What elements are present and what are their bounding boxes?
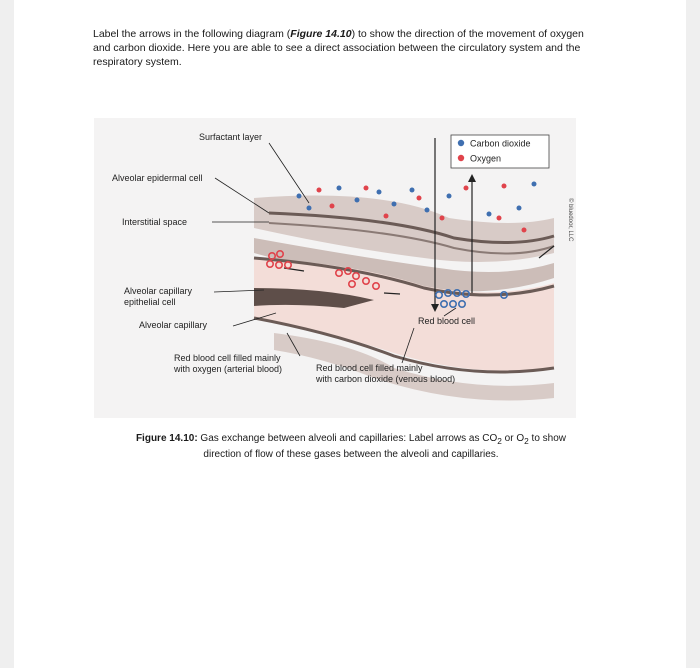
- label-venous-line2: with carbon dioxide (venous blood): [315, 374, 455, 384]
- legend-o2-label: Oxygen: [470, 154, 501, 164]
- instruction-text: Label the arrows in the following diagra…: [93, 27, 593, 69]
- figure-caption: Figure 14.10: Gas exchange between alveo…: [121, 432, 581, 462]
- label-capillary-epithelial-line2: epithelial cell: [124, 297, 176, 307]
- figure-reference: Figure 14.10: [290, 28, 351, 40]
- label-red-blood-cell: Red blood cell: [418, 316, 475, 326]
- copyright-notice: © bluedoor, LLC: [567, 198, 574, 242]
- label-capillary-epithelial-line1: Alveolar capillary: [124, 286, 193, 296]
- diagram-svg: Carbon dioxide Oxygen Surfactant layer A…: [94, 118, 576, 418]
- caption-text-or: or O: [502, 433, 524, 444]
- label-interstitial-space: Interstitial space: [122, 217, 187, 227]
- label-alveolar-capillary: Alveolar capillary: [139, 320, 208, 330]
- label-surfactant-layer: Surfactant layer: [199, 132, 262, 142]
- arrow-head-up: [468, 174, 476, 182]
- page: Label the arrows in the following diagra…: [14, 0, 686, 668]
- label-oxygenated-line2: with oxygen (arterial blood): [173, 364, 282, 374]
- label-venous-line1: Red blood cell filled mainly: [316, 363, 423, 373]
- co2-legend-swatch: [458, 140, 464, 146]
- caption-text: Gas exchange between alveoli and capilla…: [198, 433, 498, 444]
- caption-label: Figure 14.10:: [136, 433, 198, 444]
- label-oxygenated-line1: Red blood cell filled mainly: [174, 353, 281, 363]
- intro-text-start: Label the arrows in the following diagra…: [93, 28, 290, 40]
- o2-legend-swatch: [458, 155, 464, 161]
- legend-co2-label: Carbon dioxide: [470, 139, 531, 149]
- label-alveolar-epidermal-cell: Alveolar epidermal cell: [112, 173, 203, 183]
- gas-exchange-diagram: Carbon dioxide Oxygen Surfactant layer A…: [94, 118, 576, 418]
